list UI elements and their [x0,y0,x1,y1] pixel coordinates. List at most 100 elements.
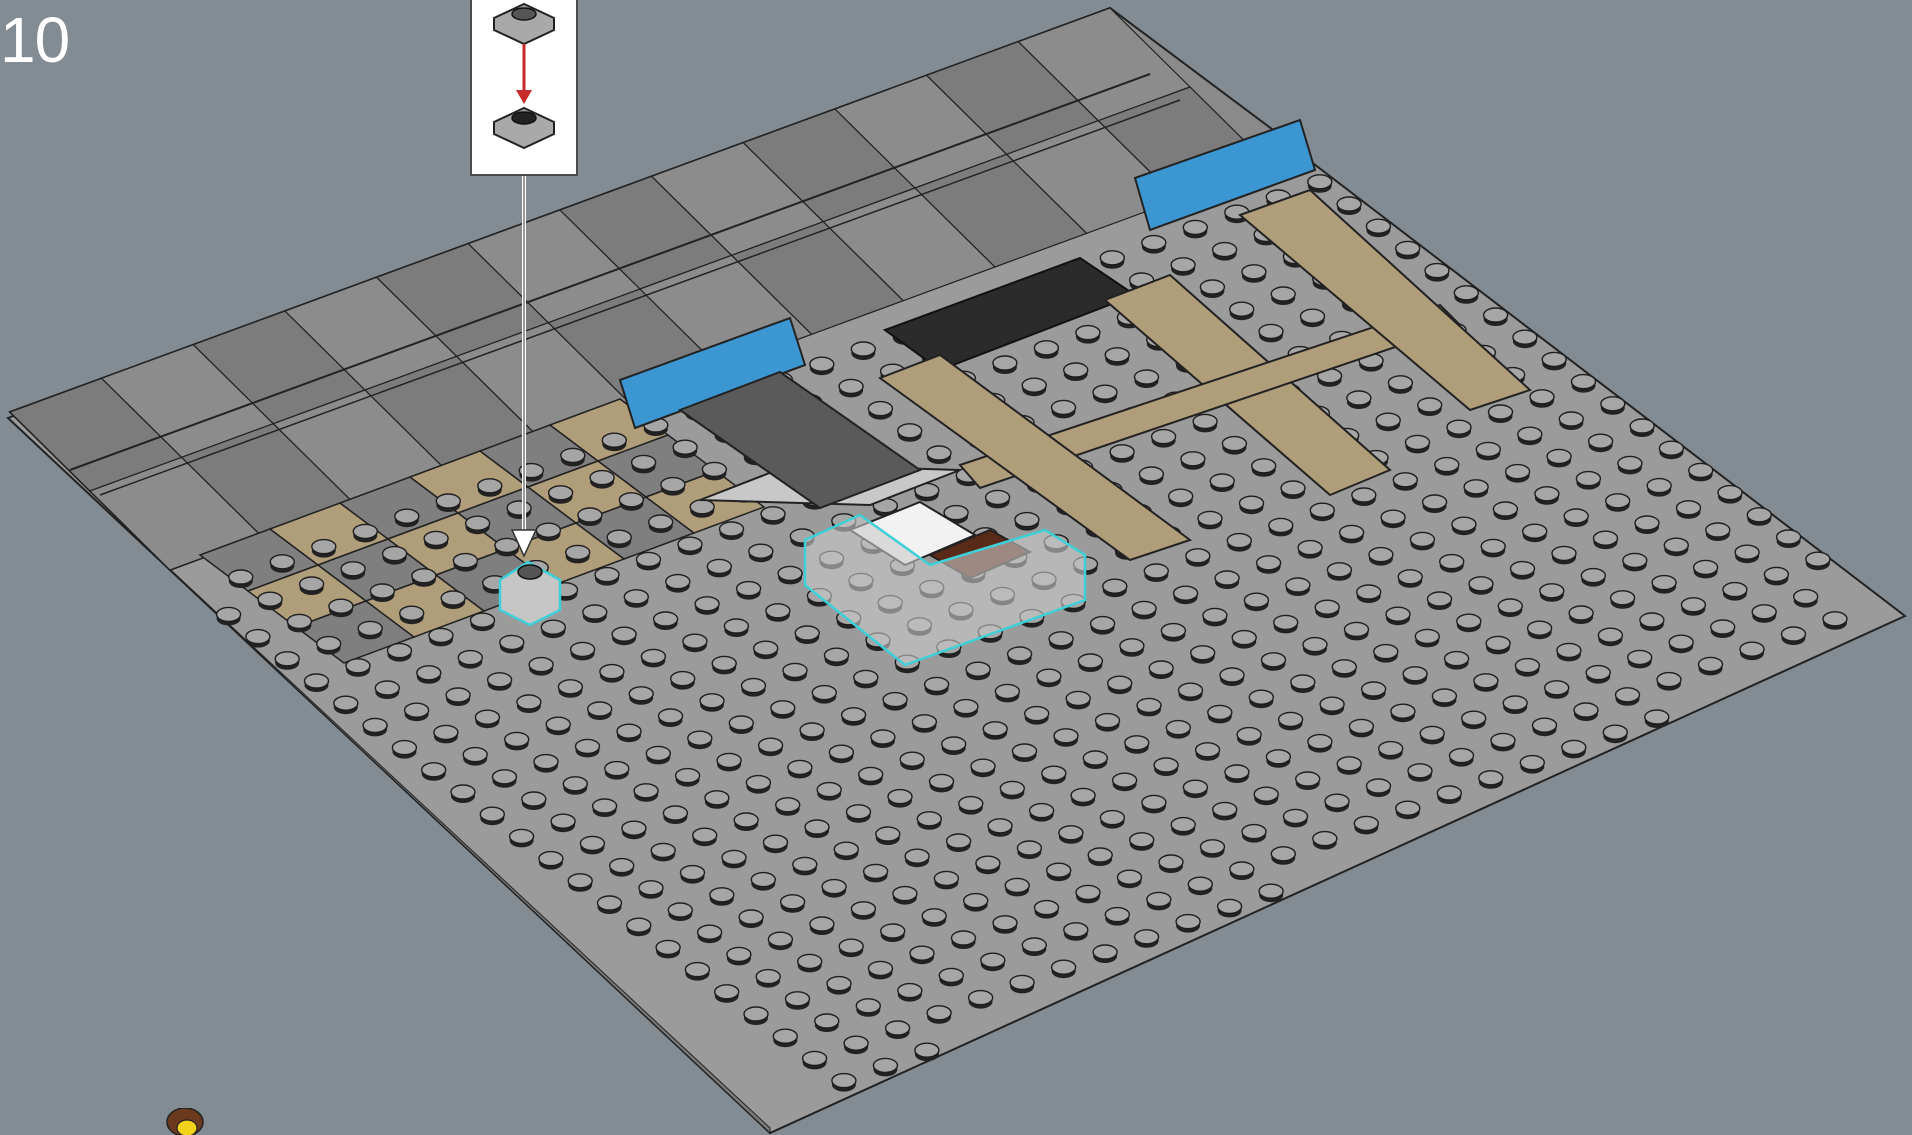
stud [1240,496,1264,514]
stud [1091,617,1115,635]
stud [793,857,817,875]
stud [761,507,785,525]
stud [1462,711,1486,729]
stud [698,925,722,943]
stud [825,648,849,666]
stud [671,672,695,690]
stud [1432,689,1456,707]
stud [915,1043,939,1061]
stud [1398,570,1422,588]
stud [773,1029,797,1047]
stud [959,797,983,815]
stud [1064,923,1088,941]
stud [710,888,734,906]
stud [1388,376,1412,394]
stud [1603,725,1627,743]
stud [1230,862,1254,880]
stud [993,356,1017,374]
stud [1254,787,1278,805]
stud [754,641,778,659]
stud [563,777,587,795]
stud [619,493,643,511]
stud [1491,733,1515,751]
stud [1396,241,1420,259]
stud [1794,590,1818,608]
stud [529,658,553,676]
stud [1110,445,1134,463]
stud [749,544,773,562]
stud [317,637,341,655]
stud [952,931,976,949]
stud [1013,744,1037,762]
stud [534,755,558,773]
stud [637,552,661,570]
stud [417,666,441,684]
stud [1200,280,1224,298]
stud [1274,615,1298,633]
stud [930,774,954,792]
stud [856,999,880,1017]
stud [1440,555,1464,573]
stud [715,985,739,1003]
stud [1049,632,1073,650]
stud [217,607,241,625]
stud [1210,474,1234,492]
stud [471,613,495,631]
stud [1047,863,1071,881]
stud [1381,510,1405,528]
stud [1367,779,1391,797]
stud [1564,509,1588,527]
stud [622,821,646,839]
stud [1410,532,1434,550]
stud [1428,592,1452,610]
stud [995,684,1019,702]
stud [1325,794,1349,812]
stud [1547,449,1571,467]
stud [434,725,458,743]
stud [1337,757,1361,775]
stud [583,605,607,623]
stud [1340,525,1364,543]
stud [1271,287,1295,305]
stud [1657,673,1681,691]
stud [1166,721,1190,739]
stud [1601,397,1625,415]
stud [988,819,1012,837]
stud [1740,642,1764,660]
stud [370,584,394,602]
stud [1269,518,1293,536]
stud [1120,639,1144,657]
stud [1418,398,1442,416]
stud [1118,870,1142,888]
stud [881,924,905,942]
stud [1232,631,1256,649]
stud [466,516,490,534]
stud [624,590,648,608]
stud [1457,614,1481,632]
stud [1542,352,1566,370]
stud [1188,877,1212,895]
stud [1064,363,1088,381]
stud [507,501,531,519]
stud [1533,718,1557,736]
stud [1259,884,1283,902]
stud [986,490,1010,508]
stud [1030,804,1054,822]
stud [1052,960,1076,978]
stud [925,677,949,695]
stud [727,947,751,965]
stud [746,776,770,794]
stud [598,896,622,914]
stud [886,1021,910,1039]
stud [1606,494,1630,512]
stud [475,710,499,728]
stud [771,701,795,719]
stud [854,670,878,688]
stud [1479,771,1503,789]
stud [1481,539,1505,557]
stud [1611,591,1635,609]
stud [1659,441,1683,459]
stud [781,895,805,913]
stud [1262,653,1286,671]
stud [751,873,775,891]
